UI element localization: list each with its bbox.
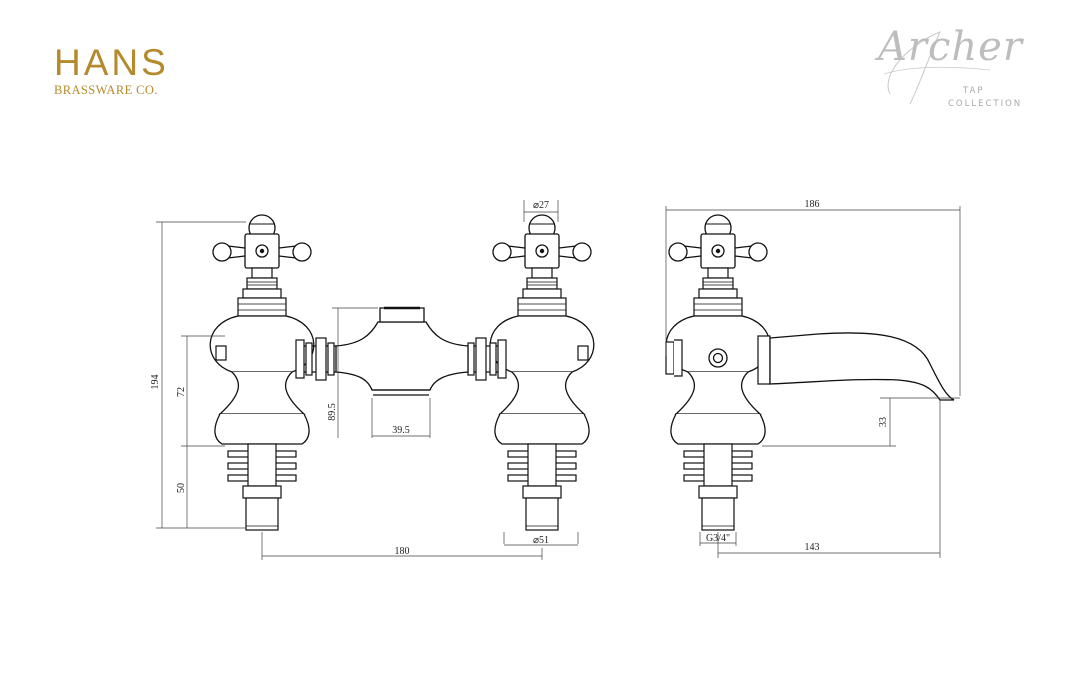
collection-logo: Archer TAP COLLECTION — [870, 14, 1040, 114]
left-tap — [209, 214, 315, 531]
dim-51: ⌀51 — [533, 535, 549, 546]
dim-50: 50 — [176, 483, 187, 493]
dim-27: ⌀27 — [533, 200, 549, 211]
right-tap — [489, 214, 595, 531]
dim-194: 194 — [150, 375, 161, 390]
collection-label: COLLECTION — [948, 99, 1023, 109]
dim-180: 180 — [395, 546, 410, 557]
dim-89-5: 89.5 — [327, 403, 338, 421]
brand-subtitle: BRASSWARE CO. — [54, 83, 158, 97]
dim-186: 186 — [805, 199, 820, 210]
dimension-lines — [156, 200, 961, 560]
left-tap-side-nub — [215, 345, 227, 361]
dim-143: 143 — [805, 542, 820, 553]
collection-flourish — [883, 31, 991, 105]
dim-72: 72 — [176, 387, 187, 397]
brand-name: HANS — [54, 42, 169, 83]
collection-script-name: Archer — [878, 24, 1023, 70]
dimension-labels: 194 72 50 89.5 39.5 180 ⌀27 ⌀51 186 33 1… — [150, 199, 889, 557]
side-view-tap — [665, 214, 955, 531]
dim-33: 33 — [878, 417, 889, 427]
bridge-spout — [295, 306, 507, 396]
collection-tap-label: TAP — [963, 86, 985, 96]
brand-logo: HANS BRASSWARE CO. — [54, 42, 169, 98]
right-tap-side-nub — [577, 345, 589, 361]
dim-39-5: 39.5 — [392, 425, 410, 436]
dim-thread: G3/4" — [706, 533, 730, 544]
